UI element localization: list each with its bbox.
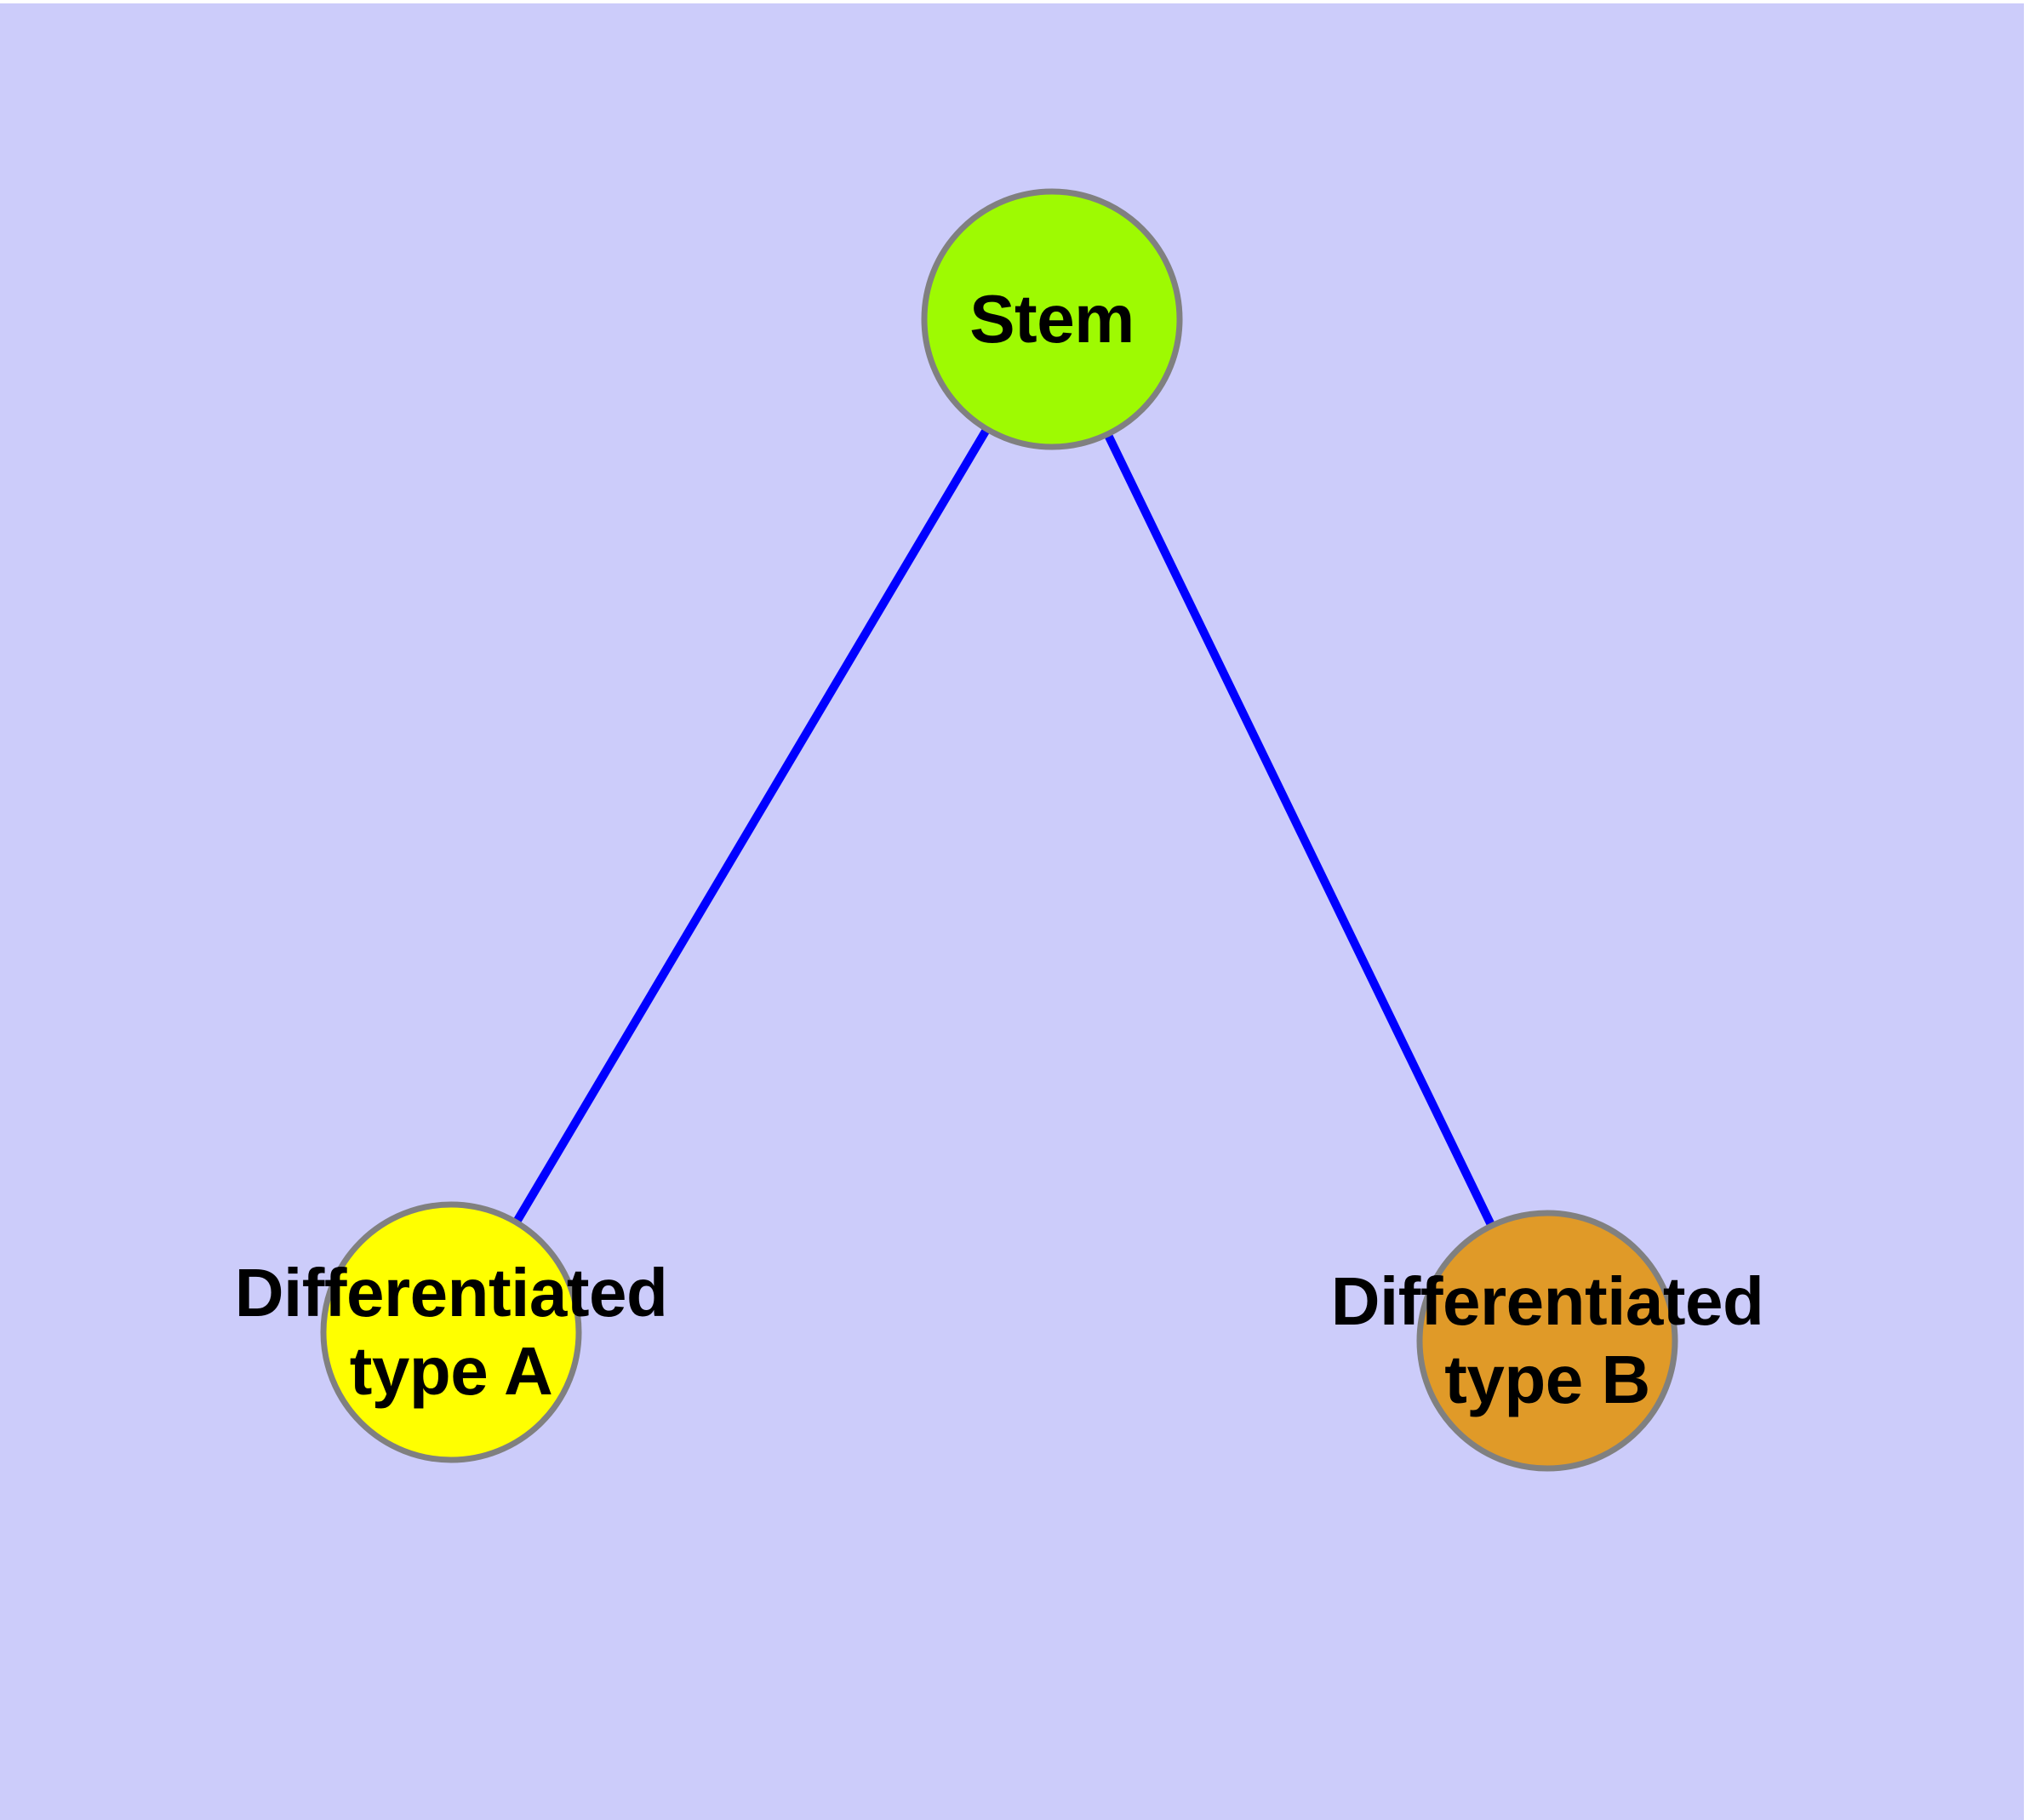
edges-group [447,317,1552,1343]
graph-node-stem[interactable] [921,188,1183,450]
graph-node-diff_b[interactable] [1416,1210,1678,1472]
graph-node-diff_a[interactable] [320,1201,582,1463]
nodes-group [320,188,1678,1472]
graph-edge[interactable] [447,317,1056,1335]
graph-edge[interactable] [1048,317,1552,1343]
